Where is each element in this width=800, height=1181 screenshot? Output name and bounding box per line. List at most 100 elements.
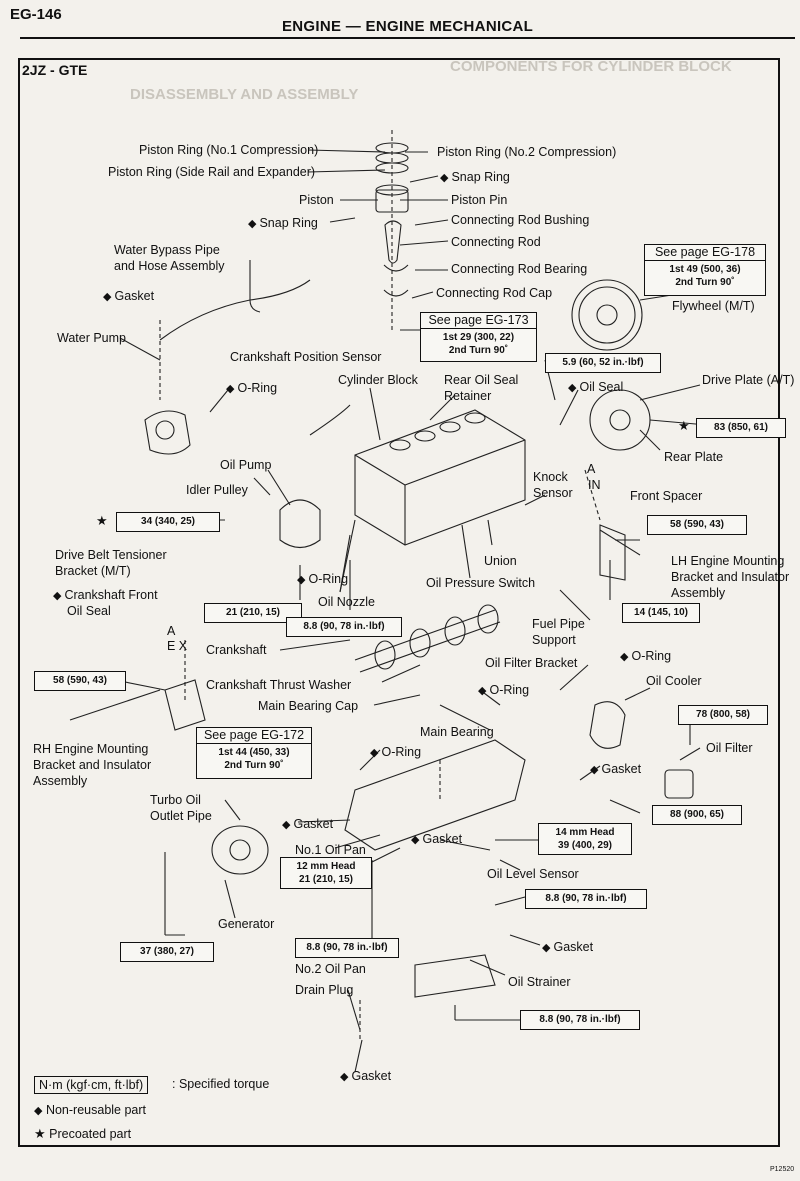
- legend-non-reusable-text: Non-reusable part: [45, 1103, 147, 1117]
- label-a-direction-2: A: [167, 624, 176, 638]
- legend-specified-torque: : Specified torque: [172, 1077, 270, 1091]
- torque-box-37: 37 (380, 27): [120, 942, 214, 962]
- label-oil-filter-bracket: Oil Filter Bracket: [485, 656, 578, 670]
- torque-box-14mm-head: 14 mm Head: [555, 827, 615, 838]
- black-star-icon: ★: [34, 1126, 46, 1141]
- label-rear-plate: Rear Plate: [664, 450, 724, 464]
- label-main-bearing-cap: Main Bearing Cap: [258, 699, 359, 713]
- label-oil-filter: Oil Filter: [706, 741, 753, 755]
- torque-box-8-8-pan: 8.8 (90, 78 in.·lbf): [295, 938, 399, 958]
- label-turbo-oil-outlet-1: Turbo Oil: [150, 793, 201, 807]
- label-crankshaft: Crankshaft: [206, 643, 267, 657]
- page-number: EG-146: [10, 6, 62, 23]
- label-gasket-1: Gasket: [103, 289, 154, 305]
- label-front-spacer: Front Spacer: [630, 489, 703, 503]
- precoated-star-83: [678, 418, 693, 434]
- torque-box-12mm: 12 mm Head 21 (210, 15): [280, 857, 372, 889]
- label-oil-level-sensor: Oil Level Sensor: [487, 867, 579, 881]
- label-snap-ring-left: Snap Ring: [248, 216, 317, 232]
- torque-box-88: 88 (900, 65): [652, 805, 742, 825]
- label-water-bypass-pipe-2: and Hose Assembly: [114, 259, 225, 273]
- label-fuel-pipe-support-1: Fuel Pipe: [532, 617, 585, 631]
- torque-box-eg178-head: See page EG-178: [645, 245, 765, 261]
- torque-box-5-9: 5.9 (60, 52 in.·lbf): [545, 353, 661, 373]
- torque-box-8-8-nozzle: 8.8 (90, 78 in.·lbf): [286, 617, 402, 637]
- label-ex-direction: E X: [167, 639, 188, 653]
- label-o-ring-2: O-Ring: [297, 572, 348, 588]
- diagram-frame: [18, 58, 780, 1147]
- label-knock-sensor-2: Sensor: [533, 486, 573, 500]
- label-piston-ring-no2: Piston Ring (No.2 Compression): [437, 145, 617, 159]
- label-rh-mount-3: Assembly: [33, 774, 88, 788]
- torque-box-eg173-line1: 1st 29 (300, 22): [442, 332, 515, 343]
- label-o-ring-3: O-Ring: [620, 649, 671, 665]
- label-drive-plate: Drive Plate (A/T): [702, 373, 795, 387]
- label-crankshaft-position-sensor: Crankshaft Position Sensor: [230, 350, 382, 364]
- label-drive-belt-tensioner-1: Drive Belt Tensioner: [55, 548, 167, 562]
- label-turbo-oil-outlet-2: Outlet Pipe: [150, 809, 212, 823]
- label-gasket-3: Gasket: [282, 817, 333, 833]
- label-idler-pulley: Idler Pulley: [186, 483, 248, 497]
- legend-precoated: ★ Precoated part: [34, 1126, 131, 1142]
- torque-box-21-oil-pump: 21 (210, 15): [204, 603, 302, 623]
- label-piston-ring-no1: Piston Ring (No.1 Compression): [139, 143, 319, 157]
- torque-box-eg178-line1: 1st 49 (500, 36): [669, 264, 741, 275]
- label-water-pump: Water Pump: [57, 331, 127, 345]
- label-drain-plug: Drain Plug: [295, 983, 354, 997]
- label-oil-pump: Oil Pump: [220, 458, 272, 472]
- label-connecting-rod-bearing: Connecting Rod Bearing: [451, 262, 588, 276]
- engine-variant-label: 2JZ - GTE: [22, 62, 88, 78]
- label-o-ring-4: O-Ring: [478, 683, 529, 699]
- torque-box-14mm-value: 39 (400, 29): [558, 840, 612, 851]
- label-snap-ring-top: Snap Ring: [440, 170, 509, 186]
- label-lh-mount-3: Assembly: [671, 586, 726, 600]
- torque-box-78: 78 (800, 58): [678, 705, 768, 725]
- torque-box-eg178: See page EG-178 1st 49 (500, 36) 2nd Tur…: [644, 244, 766, 296]
- legend-precoated-text: Precoated part: [49, 1127, 132, 1141]
- label-piston-pin: Piston Pin: [451, 193, 508, 207]
- figure-code: P12520: [770, 1166, 795, 1173]
- label-gasket-5: Gasket: [542, 940, 593, 956]
- torque-box-14: 14 (145, 10): [622, 603, 700, 623]
- header-rule: [20, 37, 795, 39]
- torque-box-12mm-head: 12 mm Head: [296, 861, 356, 872]
- label-crankshaft-front-oil-seal-2: Oil Seal: [67, 604, 111, 618]
- label-crankshaft-thrust-washer: Crankshaft Thrust Washer: [206, 678, 352, 692]
- label-oil-nozzle: Oil Nozzle: [318, 595, 375, 609]
- label-a-direction-1: A: [587, 462, 596, 476]
- label-piston-ring-side-rail: Piston Ring (Side Rail and Expander): [108, 165, 316, 179]
- label-no2-oil-pan: No.2 Oil Pan: [295, 962, 366, 976]
- label-knock-sensor-1: Knock: [533, 470, 568, 484]
- torque-box-eg172: See page EG-172 1st 44 (450, 33) 2nd Tur…: [196, 727, 312, 779]
- legend-unit-box: N·m (kgf·cm, ft·lbf): [34, 1076, 149, 1094]
- label-connecting-rod-cap: Connecting Rod Cap: [436, 286, 553, 300]
- label-piston: Piston: [299, 193, 334, 207]
- torque-box-34: 34 (340, 25): [116, 512, 220, 532]
- label-connecting-rod-bushing: Connecting Rod Bushing: [451, 213, 590, 227]
- black-diamond-icon: ◆: [34, 1105, 43, 1117]
- label-rh-mount-1: RH Engine Mounting: [33, 742, 149, 756]
- label-drive-belt-tensioner-2: Bracket (M/T): [55, 564, 131, 578]
- page-header-title: ENGINE — ENGINE MECHANICAL: [282, 18, 534, 35]
- label-cylinder-block: Cylinder Block: [338, 373, 418, 387]
- torque-box-eg172-head: See page EG-172: [197, 728, 311, 744]
- torque-box-eg178-line2: 2nd Turn 90˚: [675, 277, 735, 288]
- label-no1-oil-pan: No.1 Oil Pan: [295, 843, 366, 857]
- label-union: Union: [484, 554, 517, 568]
- torque-box-eg173-head: See page EG-173: [421, 313, 536, 329]
- torque-box-12mm-value: 21 (210, 15): [299, 874, 353, 885]
- label-gasket-2: Gasket: [590, 762, 641, 778]
- torque-box-58-rh: 58 (590, 43): [34, 671, 126, 691]
- label-rear-oil-seal-1: Rear Oil Seal: [444, 373, 519, 387]
- label-fuel-pipe-support-2: Support: [532, 633, 576, 647]
- label-oil-strainer: Oil Strainer: [508, 975, 571, 989]
- label-main-bearing: Main Bearing: [420, 725, 494, 739]
- torque-box-8-8-sensor: 8.8 (90, 78 in.·lbf): [525, 889, 647, 909]
- label-crankshaft-front-oil-seal-1: Crankshaft Front: [53, 588, 157, 604]
- torque-box-58-lh: 58 (590, 43): [647, 515, 747, 535]
- label-lh-mount-1: LH Engine Mounting: [671, 554, 785, 568]
- label-connecting-rod: Connecting Rod: [451, 235, 541, 249]
- label-rear-oil-seal-2: Retainer: [444, 389, 492, 403]
- torque-box-eg173-line2: 2nd Turn 90˚: [448, 345, 509, 356]
- label-oil-seal: Oil Seal: [568, 380, 623, 396]
